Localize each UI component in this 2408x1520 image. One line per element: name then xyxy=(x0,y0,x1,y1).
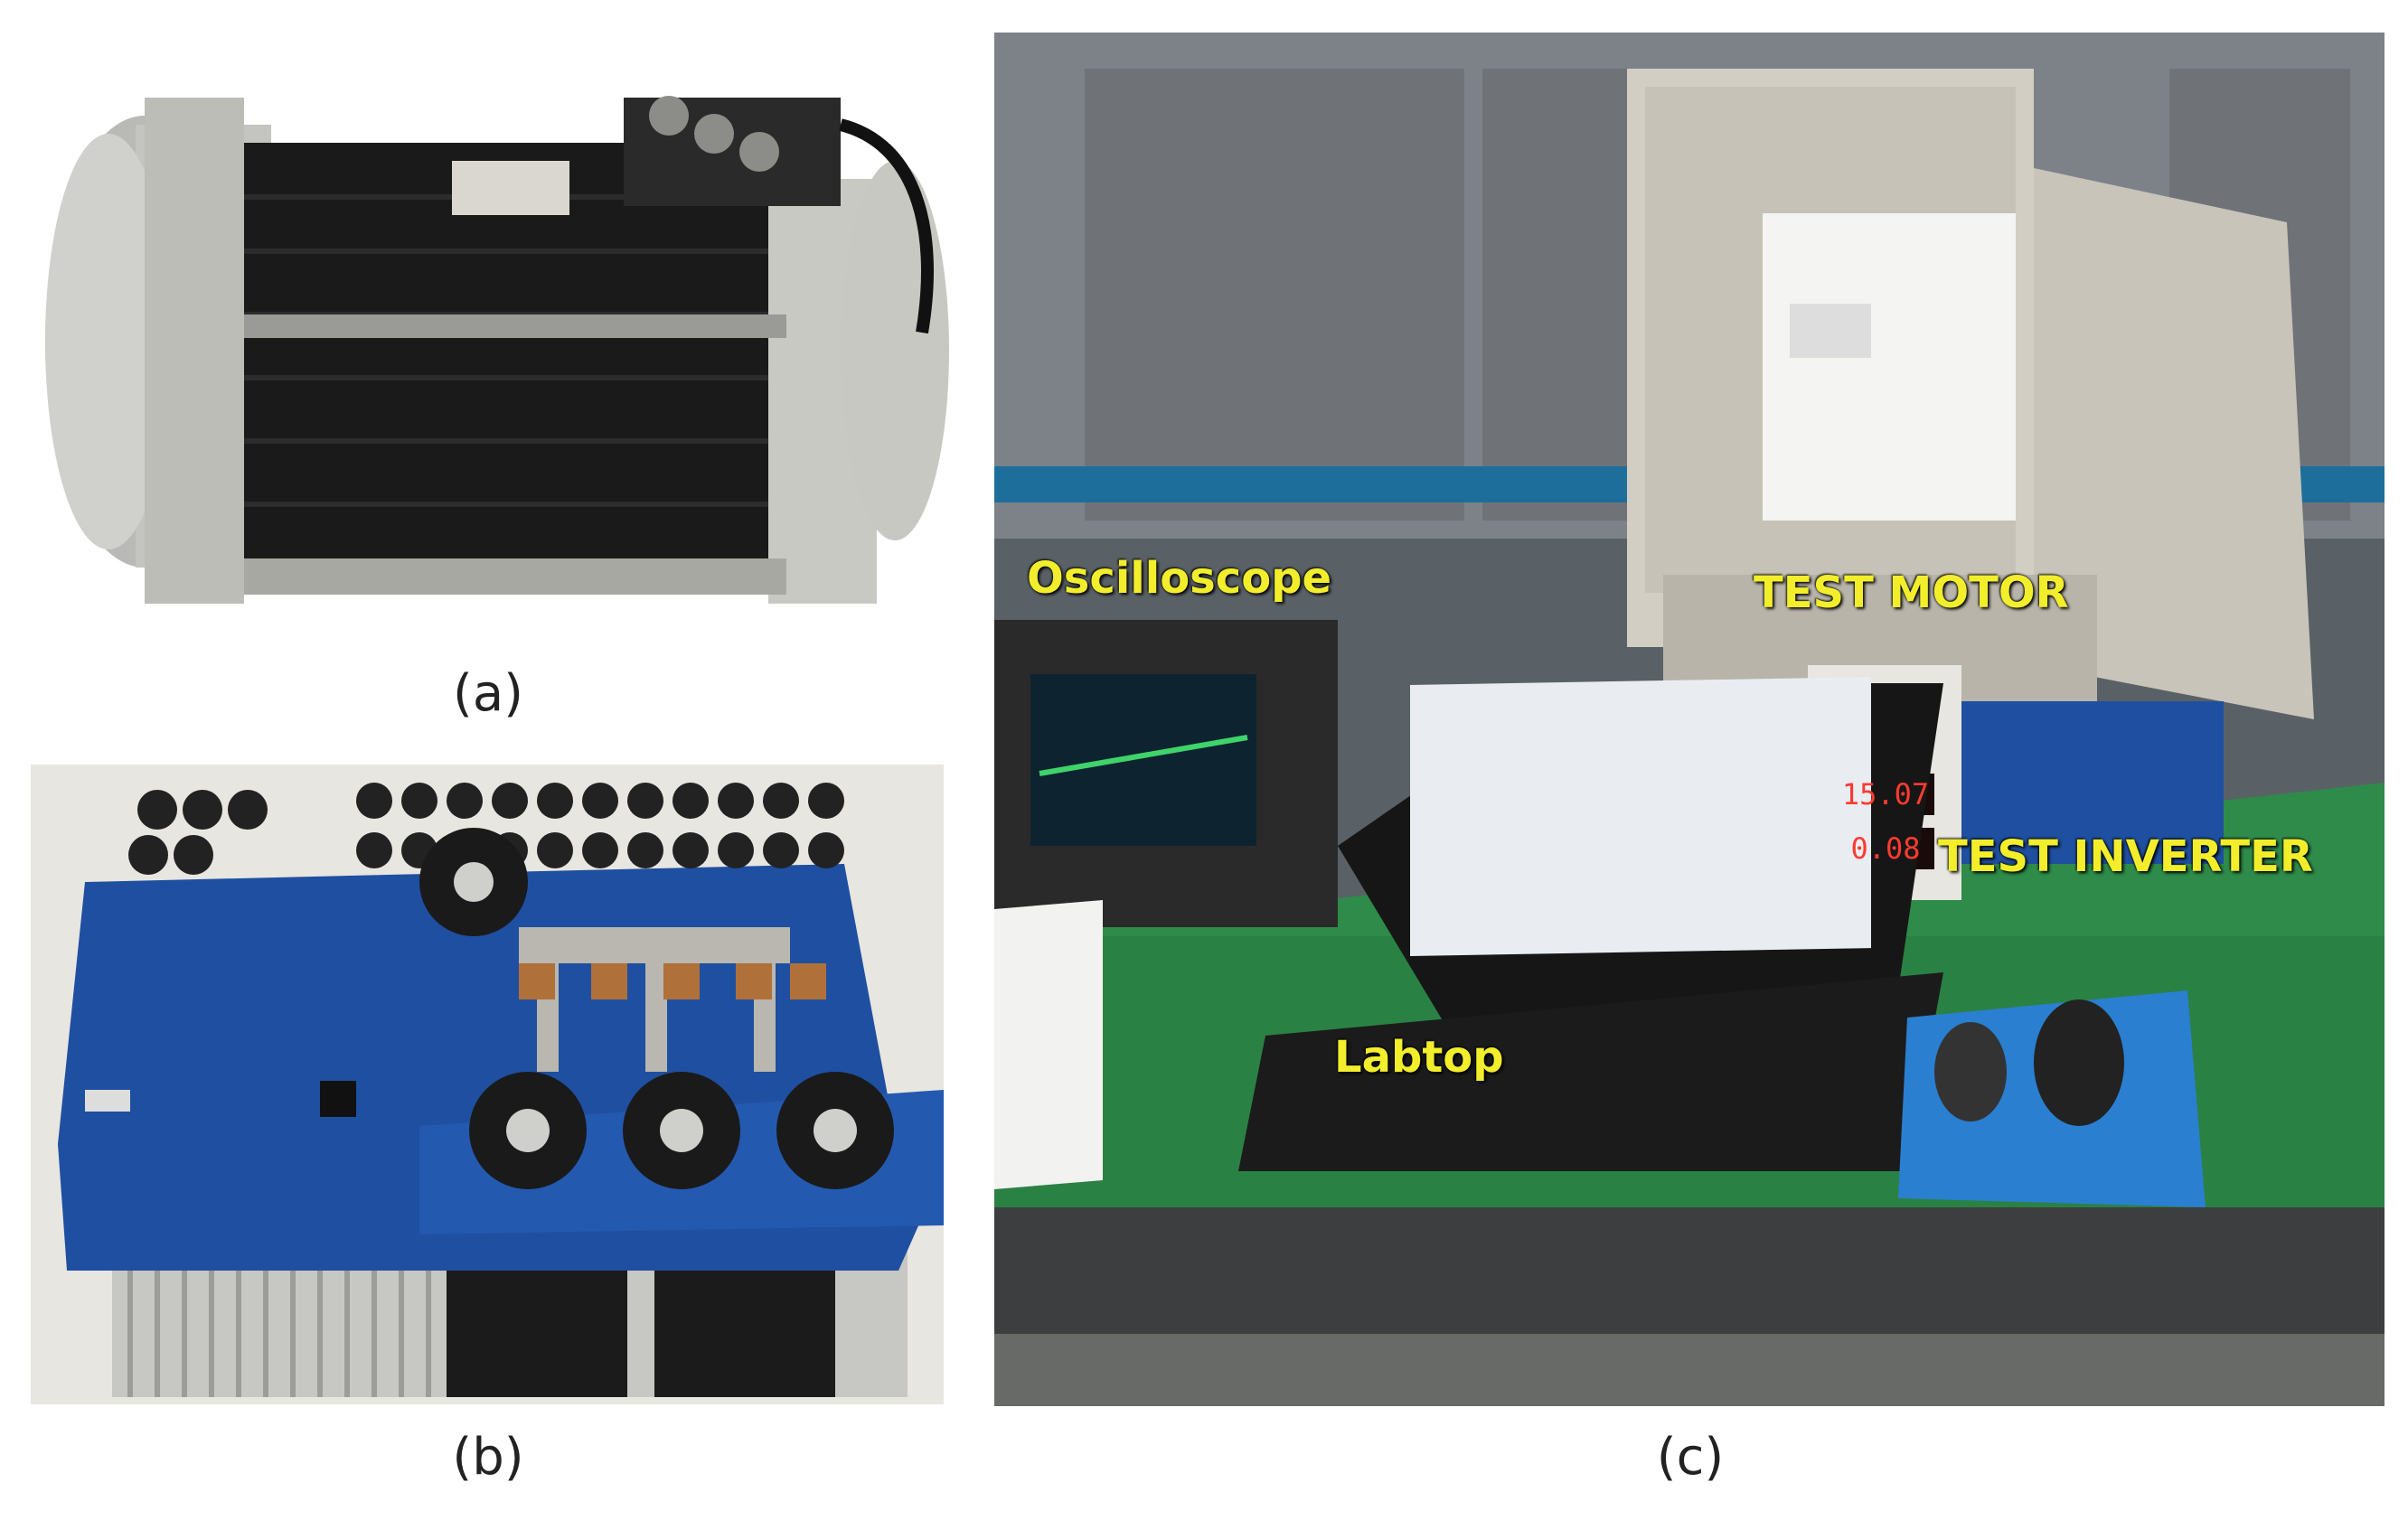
oscilloscope-label: Oscilloscope xyxy=(1027,553,1332,604)
test-inverter-label: TEST INVERTER xyxy=(1938,831,2313,882)
caption-a: (a) xyxy=(452,664,523,723)
test-bench-photo xyxy=(994,33,2384,1406)
laptop-label: Labtop xyxy=(1334,1032,1504,1083)
inverter-board-photo xyxy=(31,765,944,1404)
caption-b: (b) xyxy=(452,1428,524,1487)
test-motor-label: TEST MOTOR xyxy=(1754,568,2069,618)
caption-c: (c) xyxy=(1656,1428,1725,1487)
motor-photo xyxy=(27,43,967,654)
power-supply-current-readout: 0.08 xyxy=(1850,831,1921,866)
power-supply-voltage-readout: 15.07 xyxy=(1841,777,1930,812)
